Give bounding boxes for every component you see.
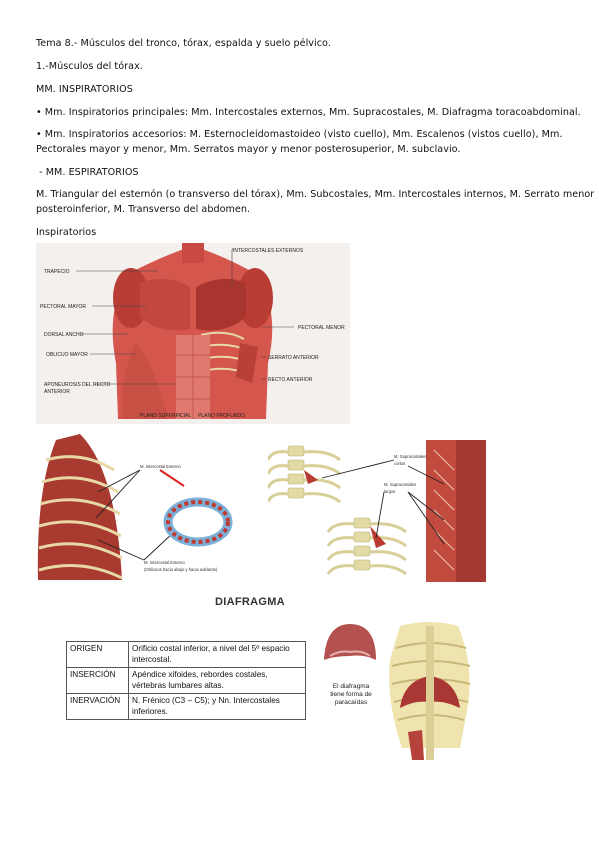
label-recto-anterior: RECTO ANTERIOR — [268, 377, 313, 383]
label-plano-superficial: PLANO SUPERFICIAL — [140, 413, 191, 419]
label-supracostales-largos: M. Supracostales — [384, 482, 416, 487]
table-key: ORIGEN — [66, 641, 129, 668]
diafragma-caption: El diafragma tiene forma de paracaídas — [330, 683, 372, 706]
label-intercostal-externo-bottom: M. Intercostal Externo — [144, 560, 185, 565]
label-oblicuo-mayor: OBLICUO MAYOR — [46, 352, 88, 358]
inspiratorios-caption: Inspiratorios — [36, 227, 97, 238]
inspiratorios-accesorios-line2: Pectorales mayor y menor, Mm. Serratos m… — [36, 144, 461, 155]
label-supracostales-cortos: M. Supracostales — [394, 454, 426, 459]
diafragma-table: ORIGEN Orificio costal inferior, a nivel… — [66, 641, 306, 720]
label-dorsal-ancho: DORSAL ANCHO — [44, 332, 84, 338]
espiratorios-line1: M. Triangular del esternón (o transverso… — [36, 189, 595, 200]
label-pectoral-mayor: PECTORAL MAYOR — [40, 304, 86, 310]
label-trapecio: TRAPECIO — [44, 269, 70, 275]
label-plano-profundo: PLANO PROFUNDO — [198, 413, 245, 419]
intercostal-externo-figure: M. Intercostal Externo M. Intercostal Ex… — [36, 430, 251, 590]
espiratorios-heading: - MM. ESPIRATORIOS — [36, 167, 139, 178]
label-serrato-anterior: SERRATO ANTERIOR — [268, 355, 319, 361]
table-key: INERVACIÓN — [66, 693, 129, 720]
table-row: ORIGEN Orificio costal inferior, a nivel… — [66, 641, 306, 668]
table-row: INSERCIÓN Apéndice xifoides, rebordes co… — [66, 667, 306, 694]
table-row: INERVACIÓN N. Frénico (C3 – C5); y Nn. I… — [66, 693, 306, 720]
inspiratorios-accesorios-line1: • Mm. Inspiratorios accesorios: M. Ester… — [36, 129, 563, 140]
label-intercostal-note: (Oblicuos hacia abajo y hacia adelante) — [144, 567, 218, 572]
label-intercostal-externo-top: M. Intercostal Externo — [140, 464, 181, 469]
table-value: Orificio costal inferior, a nivel del 5º… — [128, 641, 306, 668]
espiratorios-line2: posteroinferior, M. Transverso del abdom… — [36, 204, 251, 215]
label-supracostales-largos-2: largos — [384, 489, 395, 494]
inspiratorios-principales: • Mm. Inspiratorios principales: Mm. Int… — [36, 107, 581, 118]
section-title: 1.-Músculos del tórax. — [36, 61, 143, 72]
table-value: N. Frénico (C3 – C5); y Nn. Intercostale… — [128, 693, 306, 720]
table-key: INSERCIÓN — [66, 667, 129, 694]
document-heading: Tema 8.- Músculos del tronco, tórax, esp… — [36, 38, 331, 49]
table-value: Apéndice xifoides, rebordes costales, vé… — [128, 667, 306, 694]
fig1-left-labels: TRAPECIO PECTORAL MAYOR DORSAL ANCHO OBL… — [40, 269, 111, 395]
label-aponeurosis: APONEUROSIS DEL RECTO — [44, 382, 111, 388]
inspiratorios-heading: MM. INSPIRATORIOS — [36, 84, 133, 95]
thorax-muscles-figure: TRAPECIO PECTORAL MAYOR DORSAL ANCHO OBL… — [36, 243, 350, 424]
diafragma-title: DIAFRAGMA — [215, 596, 285, 608]
label-pectoral-menor: PECTORAL MENOR — [298, 325, 345, 331]
label-supracostales-cortos-2: cortos — [394, 461, 405, 466]
supracostales-figure: M. Supracostales cortos M. Supracostales… — [268, 440, 486, 582]
label-aponeurosis-2: ANTERIOR — [44, 389, 70, 395]
diafragma-figure — [320, 620, 475, 760]
label-intercostales-externos: INTERCOSTALES EXTERNOS — [233, 248, 304, 254]
